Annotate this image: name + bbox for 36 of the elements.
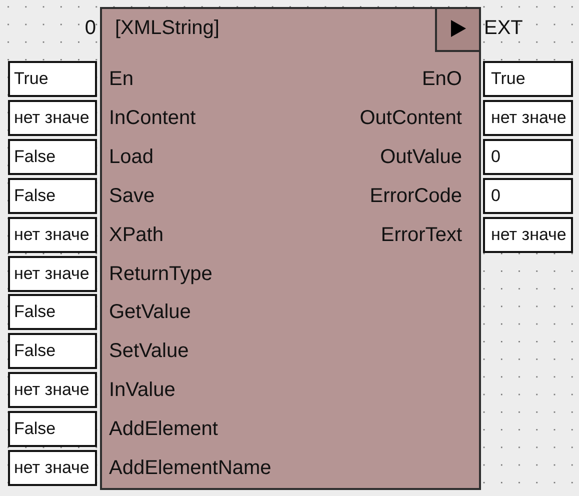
- order-number: 0: [84, 16, 96, 40]
- value-field: нет значе: [8, 100, 97, 136]
- value-field: False: [8, 294, 97, 330]
- pin-label: En: [109, 67, 134, 91]
- pin-label: Save: [109, 184, 155, 208]
- pin-label: SetValue: [109, 339, 189, 364]
- value-field: нет значе: [483, 216, 573, 253]
- pin-label: ReturnType: [109, 262, 212, 286]
- pin-label: ErrorText: [380, 222, 462, 247]
- value-field: False: [8, 178, 97, 214]
- value-field: True: [8, 61, 97, 97]
- value-field: нет значе: [8, 216, 97, 253]
- pin-label: InValue: [109, 378, 176, 402]
- block-title: [XMLString]: [115, 16, 220, 40]
- pin-label: AddElementName: [109, 456, 272, 480]
- value-field: False: [8, 411, 97, 448]
- value-field: False: [8, 333, 97, 370]
- value-field: нет значе: [8, 256, 97, 292]
- value-field: нет значе: [8, 372, 97, 408]
- pin-label: AddElement: [109, 417, 218, 442]
- pin-label: OutContent: [360, 106, 462, 130]
- value-field: нет значе: [8, 450, 97, 486]
- pin-label: XPath: [109, 222, 164, 247]
- pin-label: InContent: [109, 106, 196, 130]
- pin-label: Load: [109, 144, 154, 169]
- function-block: [100, 7, 481, 490]
- value-field: True: [483, 61, 573, 97]
- pin-label: GetValue: [109, 300, 191, 324]
- value-field: False: [8, 138, 97, 175]
- value-field: нет значе: [483, 100, 573, 136]
- pin-label: EnO: [422, 67, 462, 91]
- pin-label: OutValue: [380, 144, 462, 169]
- value-field: 0: [483, 178, 573, 214]
- value-field: 0: [483, 138, 573, 175]
- tag-label: EXT: [484, 16, 523, 40]
- pin-label: ErrorCode: [370, 184, 462, 208]
